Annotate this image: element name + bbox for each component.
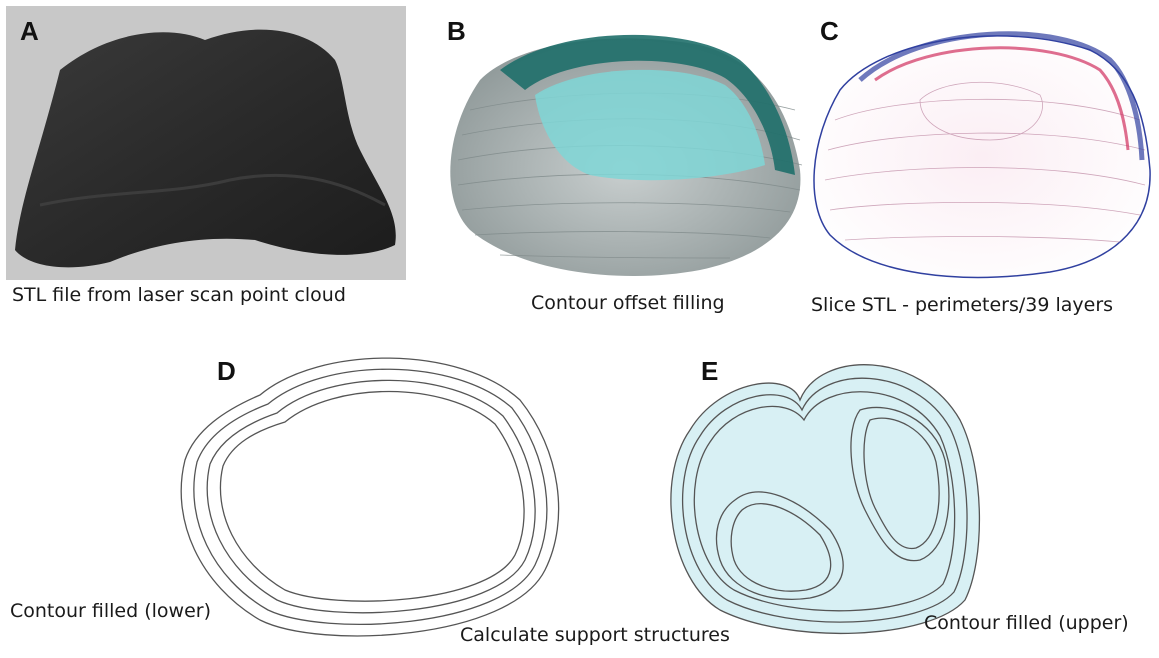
panel-a-caption: STL file from laser scan point cloud <box>12 284 346 306</box>
panel-d <box>181 358 558 636</box>
panel-c-caption: Slice STL - perimeters/39 layers <box>811 294 1113 316</box>
panel-d-caption: Contour filled (lower) <box>10 600 211 622</box>
contour-ring-inner <box>220 391 524 601</box>
support-structures-caption: Calculate support structures <box>460 624 730 646</box>
panel-e <box>671 365 980 634</box>
panel-d-letter: D <box>217 356 236 387</box>
panel-c <box>814 34 1150 278</box>
panel-b <box>450 35 802 276</box>
contour-ring-2 <box>194 369 547 624</box>
panel-e-caption: Contour filled (upper) <box>924 612 1129 634</box>
panel-e-letter: E <box>701 356 718 387</box>
panel-b-caption: Contour offset filling <box>531 292 725 314</box>
panel-c-letter: C <box>820 16 839 47</box>
sliced-dome <box>814 36 1150 277</box>
contour-ring-3 <box>207 380 535 612</box>
panel-a-letter: A <box>20 16 39 47</box>
panel-a <box>6 6 406 280</box>
panel-b-letter: B <box>447 16 466 47</box>
